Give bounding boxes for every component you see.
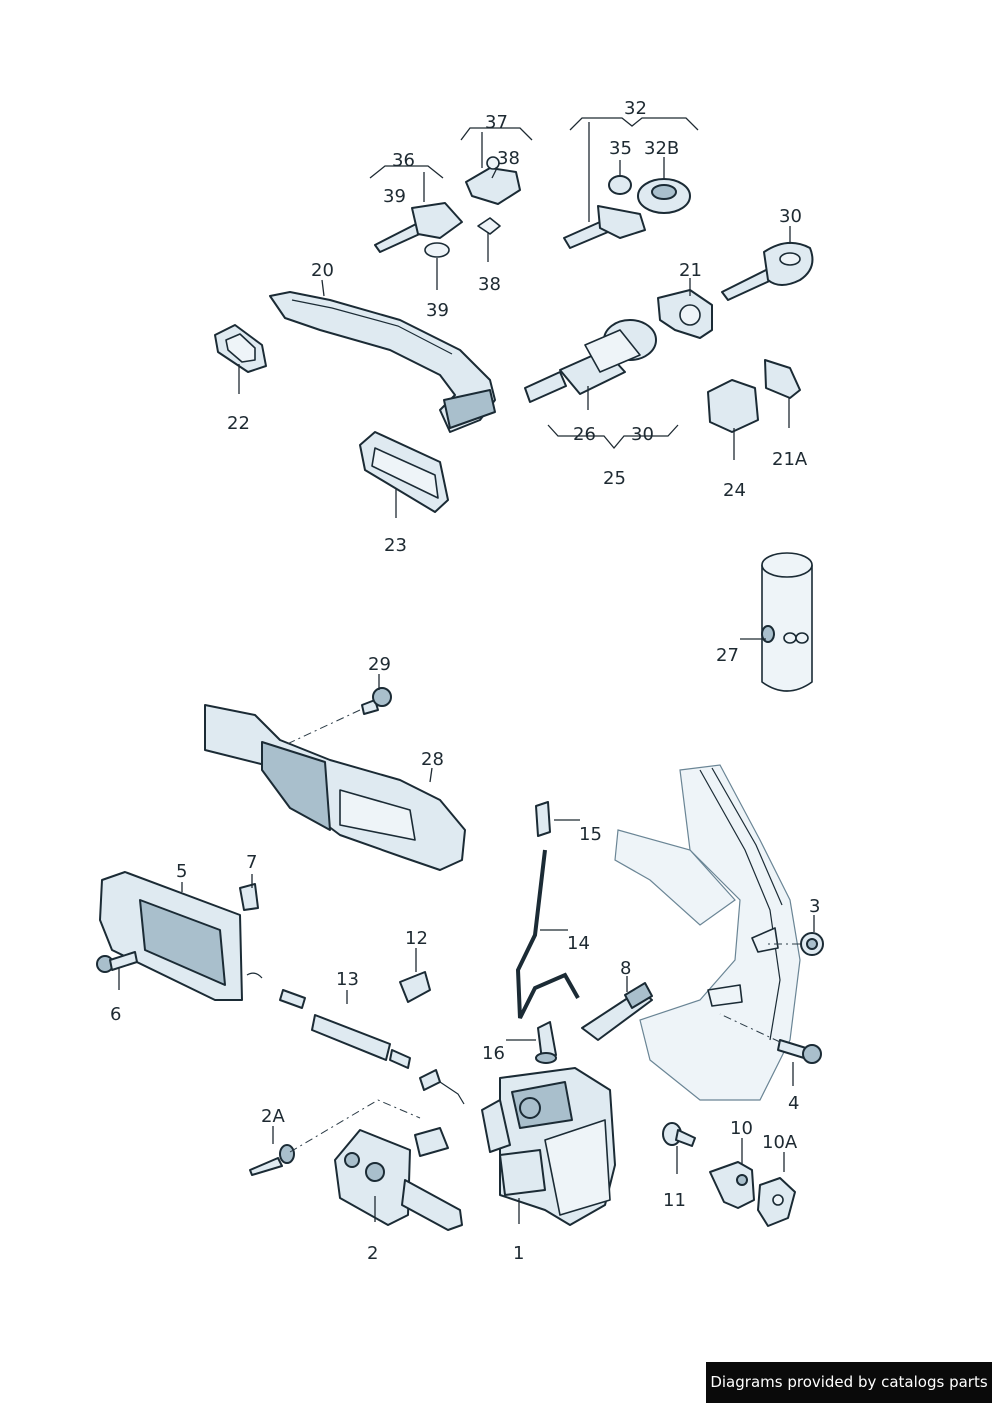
callout-30-lower: 30 (631, 424, 654, 445)
cable-end (419, 1069, 465, 1105)
bracket-part-21 (657, 289, 713, 339)
callout-13: 13 (336, 969, 359, 990)
callout-11: 11 (663, 1190, 686, 1211)
rod-part-14 (515, 849, 580, 1019)
callout-32b: 32B (644, 138, 679, 159)
callout-2a: 2A (261, 1106, 285, 1127)
rod-end-part-15 (535, 801, 551, 837)
callout-7: 7 (246, 852, 257, 873)
callout-24: 24 (723, 480, 746, 501)
callout-14: 14 (567, 933, 590, 954)
group-bracket-36 (369, 165, 444, 179)
door-lock-part-1 (481, 1067, 616, 1226)
washer-part-39 (424, 242, 450, 258)
callout-38: 38 (497, 148, 520, 169)
screw-part-11 (662, 1122, 696, 1147)
cap-part-21a (764, 359, 801, 399)
group-bracket-25 (547, 424, 679, 450)
callout-3: 3 (809, 896, 820, 917)
callout-38-lower: 38 (478, 274, 501, 295)
callout-32: 32 (624, 98, 647, 119)
inner-handle-part-5 (99, 871, 243, 1001)
gasket-part-22 (214, 324, 267, 373)
callout-12: 12 (405, 928, 428, 949)
door-handle-part-20 (269, 291, 496, 433)
door-frame-panel (614, 764, 801, 1101)
callout-10: 10 (730, 1118, 753, 1139)
ring-part-32b (637, 178, 691, 214)
cap-part-24 (707, 379, 759, 433)
key-part-30 (721, 241, 814, 301)
group-bracket-32 (569, 117, 699, 131)
gasket-part-23 (359, 431, 449, 513)
callout-10a: 10A (762, 1132, 798, 1153)
callout-8: 8 (620, 958, 631, 979)
key-blank-part-32 (563, 205, 646, 249)
callout-16: 16 (482, 1043, 505, 1064)
striker-part-10 (709, 1161, 755, 1209)
callout-1: 1 (513, 1243, 524, 1264)
callout-4: 4 (788, 1093, 799, 1114)
bolt-part-6 (96, 951, 138, 973)
cable-part-13 (246, 972, 411, 1069)
rivet-part-2a (249, 1144, 295, 1176)
key-cap-part-37 (465, 156, 521, 205)
nut-part-3 (800, 932, 824, 956)
gasket-part-10a (757, 1177, 796, 1227)
attribution-banner: Diagrams provided by catalogs parts (706, 1362, 992, 1403)
callout-labels: 37 32 36 38 35 32B 39 30 20 21 38 39 22 … (110, 98, 820, 1264)
washer-part-38 (477, 217, 501, 235)
grommet-part-16 (535, 1021, 557, 1064)
bolt-part-29 (361, 687, 392, 715)
key-blade-part-39 (374, 202, 463, 253)
callout-39: 39 (383, 186, 406, 207)
callout-6: 6 (110, 1004, 121, 1025)
callout-39-lower: 39 (426, 300, 449, 321)
callout-29: 29 (368, 654, 391, 675)
callout-5: 5 (176, 861, 187, 882)
handle-carrier-part-28 (204, 704, 466, 871)
callout-30: 30 (779, 206, 802, 227)
callout-25: 25 (603, 468, 626, 489)
callout-28: 28 (421, 749, 444, 770)
group-bracket-37 (460, 127, 533, 141)
callout-20: 20 (311, 260, 334, 281)
callout-35: 35 (609, 138, 632, 159)
bolt-part-4 (777, 1039, 822, 1064)
plug-part-35 (608, 175, 632, 195)
callout-21: 21 (679, 260, 702, 281)
sealant-can-part-27 (761, 552, 813, 692)
callout-36: 36 (392, 150, 415, 171)
callout-22: 22 (227, 413, 250, 434)
callout-27: 27 (716, 645, 739, 666)
callout-26: 26 (573, 424, 596, 445)
callout-15: 15 (579, 824, 602, 845)
clip-part-12 (399, 971, 431, 1003)
connector-part-8 (581, 982, 653, 1041)
lock-cylinder-part-26 (524, 319, 657, 403)
clip-part-7 (239, 883, 259, 911)
callout-21a: 21A (772, 449, 808, 470)
callout-37: 37 (485, 112, 508, 133)
bracket-part-2 (334, 1127, 463, 1231)
callout-2: 2 (367, 1243, 378, 1264)
callout-23: 23 (384, 535, 407, 556)
